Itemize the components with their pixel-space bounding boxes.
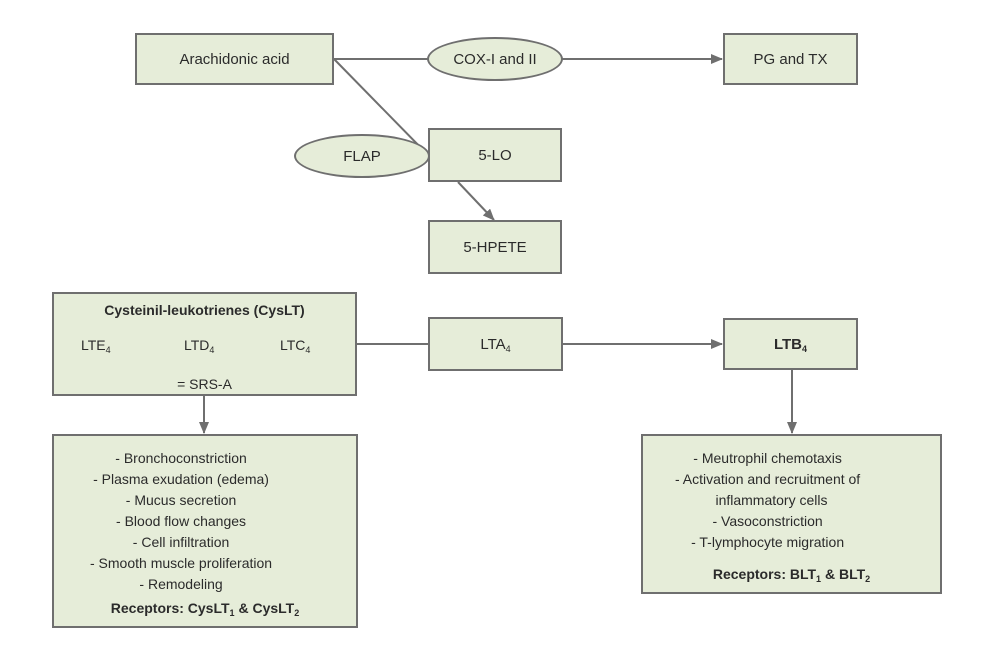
cox-enzyme-node: COX-I and II <box>427 37 563 81</box>
list-item: - Cell infiltration <box>132 534 230 550</box>
list-item: - Meutrophil chemotaxis <box>693 450 842 466</box>
cyslt-receptors: Receptors: CysLT1 & CysLT2 <box>110 600 300 618</box>
lta4-label: LTA4 <box>480 335 511 354</box>
list-item: - Activation and recruitment of <box>675 471 861 487</box>
ltd4-label: LTD4 <box>184 337 215 355</box>
list-item: - T-lymphocyte migration <box>691 534 845 550</box>
list-item: inflammatory cells <box>707 492 828 508</box>
cyslt-effects-list: - Bronchoconstriction - Plasma exudation… <box>90 448 272 595</box>
arachidonic-acid-label: Arachidonic acid <box>179 50 290 68</box>
cox-label: COX-I and II <box>453 50 537 68</box>
cyslt-title: Cysteinil-leukotrienes (CysLT) <box>104 302 305 318</box>
ltb4-effects-box: - Meutrophil chemotaxis - Activation and… <box>641 434 942 594</box>
list-item: - Bronchoconstriction <box>115 450 247 466</box>
cyslt-effects-box: - Bronchoconstriction - Plasma exudation… <box>52 434 358 628</box>
five-lo-node: 5-LO <box>428 128 562 182</box>
ltb4-label: LTB4 <box>773 335 808 354</box>
pg-tx-label: PG and TX <box>753 50 828 68</box>
list-item: - Plasma exudation (edema) <box>93 471 269 487</box>
ltc4-label: LTC4 <box>280 337 311 355</box>
srs-a-label: = SRS-A <box>177 376 232 392</box>
ltb4-effects-list: - Meutrophil chemotaxis - Activation and… <box>675 448 860 553</box>
five-hpete-node: 5-HPETE <box>428 220 562 274</box>
five-hpete-label: 5-HPETE <box>463 238 527 256</box>
list-item: - Blood flow changes <box>116 513 247 529</box>
list-item: - Remodeling <box>139 576 223 592</box>
list-item: - Mucus secretion <box>125 492 237 508</box>
ltb4-receptors: Receptors: BLT1 & BLT2 <box>712 566 871 584</box>
list-item: - Vasoconstriction <box>712 513 823 529</box>
lte4-label: LTE4 <box>81 337 111 355</box>
five-lo-label: 5-LO <box>478 146 512 164</box>
ltb4-node: LTB4 <box>723 318 858 370</box>
list-item: - Smooth muscle proliferation <box>90 555 273 571</box>
flap-label: FLAP <box>343 147 381 165</box>
pg-tx-node: PG and TX <box>723 33 858 85</box>
cyslt-box: Cysteinil-leukotrienes (CysLT) LTE4 LTD4… <box>52 292 357 396</box>
arrow-aa-to-5lo <box>333 58 429 156</box>
lta4-node: LTA4 <box>428 317 563 371</box>
flap-node: FLAP <box>294 134 430 178</box>
arachidonic-acid-node: Arachidonic acid <box>135 33 334 85</box>
arrow-5lo-to-5hpete <box>457 181 495 221</box>
